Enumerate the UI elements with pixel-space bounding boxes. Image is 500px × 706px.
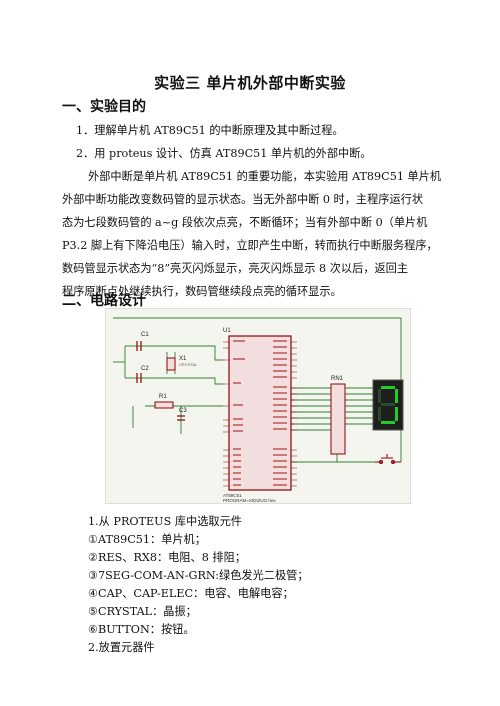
label-c2: C2	[141, 366, 149, 372]
step-line: ①AT89C51：单片机；	[88, 533, 206, 546]
label-r1: R1	[159, 394, 167, 400]
resistor-network-rn1	[330, 383, 346, 455]
resistor-r1	[154, 401, 174, 409]
step-line: 1.从 PROTEUS 库中选取元件	[88, 515, 242, 528]
paragraph-line: 态为七段数码管的 a~g 段依次点亮，不断循环；当有外部中断 0（单片机	[62, 216, 428, 229]
section-heading-circuit: 二、电路设计	[62, 293, 146, 309]
step-line: ②RES、RX8：电阻、8 排阻；	[88, 551, 246, 564]
label-x1: X1	[179, 356, 187, 362]
paragraph-line: 数码管显示状态为“8”亮灭闪烁显示，亮灭闪烁显示 8 次以后，返回主	[62, 262, 409, 275]
chip-pins	[223, 341, 297, 487]
label-c1: C1	[141, 332, 149, 338]
circuit-diagram: C1 C2 X1 CRYSTAL R1 C3 U1	[105, 308, 411, 506]
paragraph-line: 程序原断点处继续执行，数码管继续段点亮的循环显示。	[62, 285, 342, 298]
circuit-svg: C1 C2 X1 CRYSTAL R1 C3 U1	[105, 308, 411, 504]
label-rn1: RN1	[331, 376, 344, 382]
label-chip-prog: PROGRAM=XIDIZUO.hex	[223, 498, 276, 503]
section-heading-objectives: 一、实验目的	[62, 99, 146, 115]
seven-segment-display	[372, 379, 404, 431]
chip-u1	[228, 335, 292, 491]
capacitor-c1	[136, 341, 142, 351]
label-crystal: CRYSTAL	[179, 362, 198, 367]
label-u1: U1	[223, 328, 231, 334]
step-line: ③7SEG-COM-AN-GRN:绿色发光二极管；	[88, 569, 309, 582]
objective-item: 1．理解单片机 AT89C51 的中断原理及其中断过程。	[76, 124, 344, 137]
paragraph-line: 外部中断功能改变数码管的显示状态。当无外部中断 0 时，主程序运行状	[62, 193, 424, 206]
step-line: ⑥BUTTON：按钮。	[88, 623, 195, 636]
step-line: ④CAP、CAP-ELEC：电容、电解电容；	[88, 587, 294, 600]
step-line: ⑤CRYSTAL：晶振；	[88, 605, 197, 618]
paragraph-line: P3.2 脚上有下降沿电压）输入时，立即产生中断，转而执行中断服务程序，	[62, 239, 438, 252]
push-button	[375, 454, 401, 464]
capacitor-c3	[177, 415, 185, 421]
chip-pin-ticks	[233, 340, 287, 486]
capacitor-c2	[136, 373, 142, 383]
label-c3: C3	[179, 408, 187, 414]
objective-item: 2．用 proteus 设计、仿真 AT89C51 单片机的外部中断。	[76, 147, 372, 160]
step-line: 2.放置元器件	[88, 641, 155, 654]
document-title: 实验三 单片机外部中断实验	[154, 74, 346, 92]
crystal-x1	[166, 357, 176, 371]
paragraph-line: 外部中断是单片机 AT89C51 的重要功能，本实验用 AT89C51 单片机	[88, 170, 442, 183]
label-chip-part: AT89C51	[223, 493, 242, 498]
